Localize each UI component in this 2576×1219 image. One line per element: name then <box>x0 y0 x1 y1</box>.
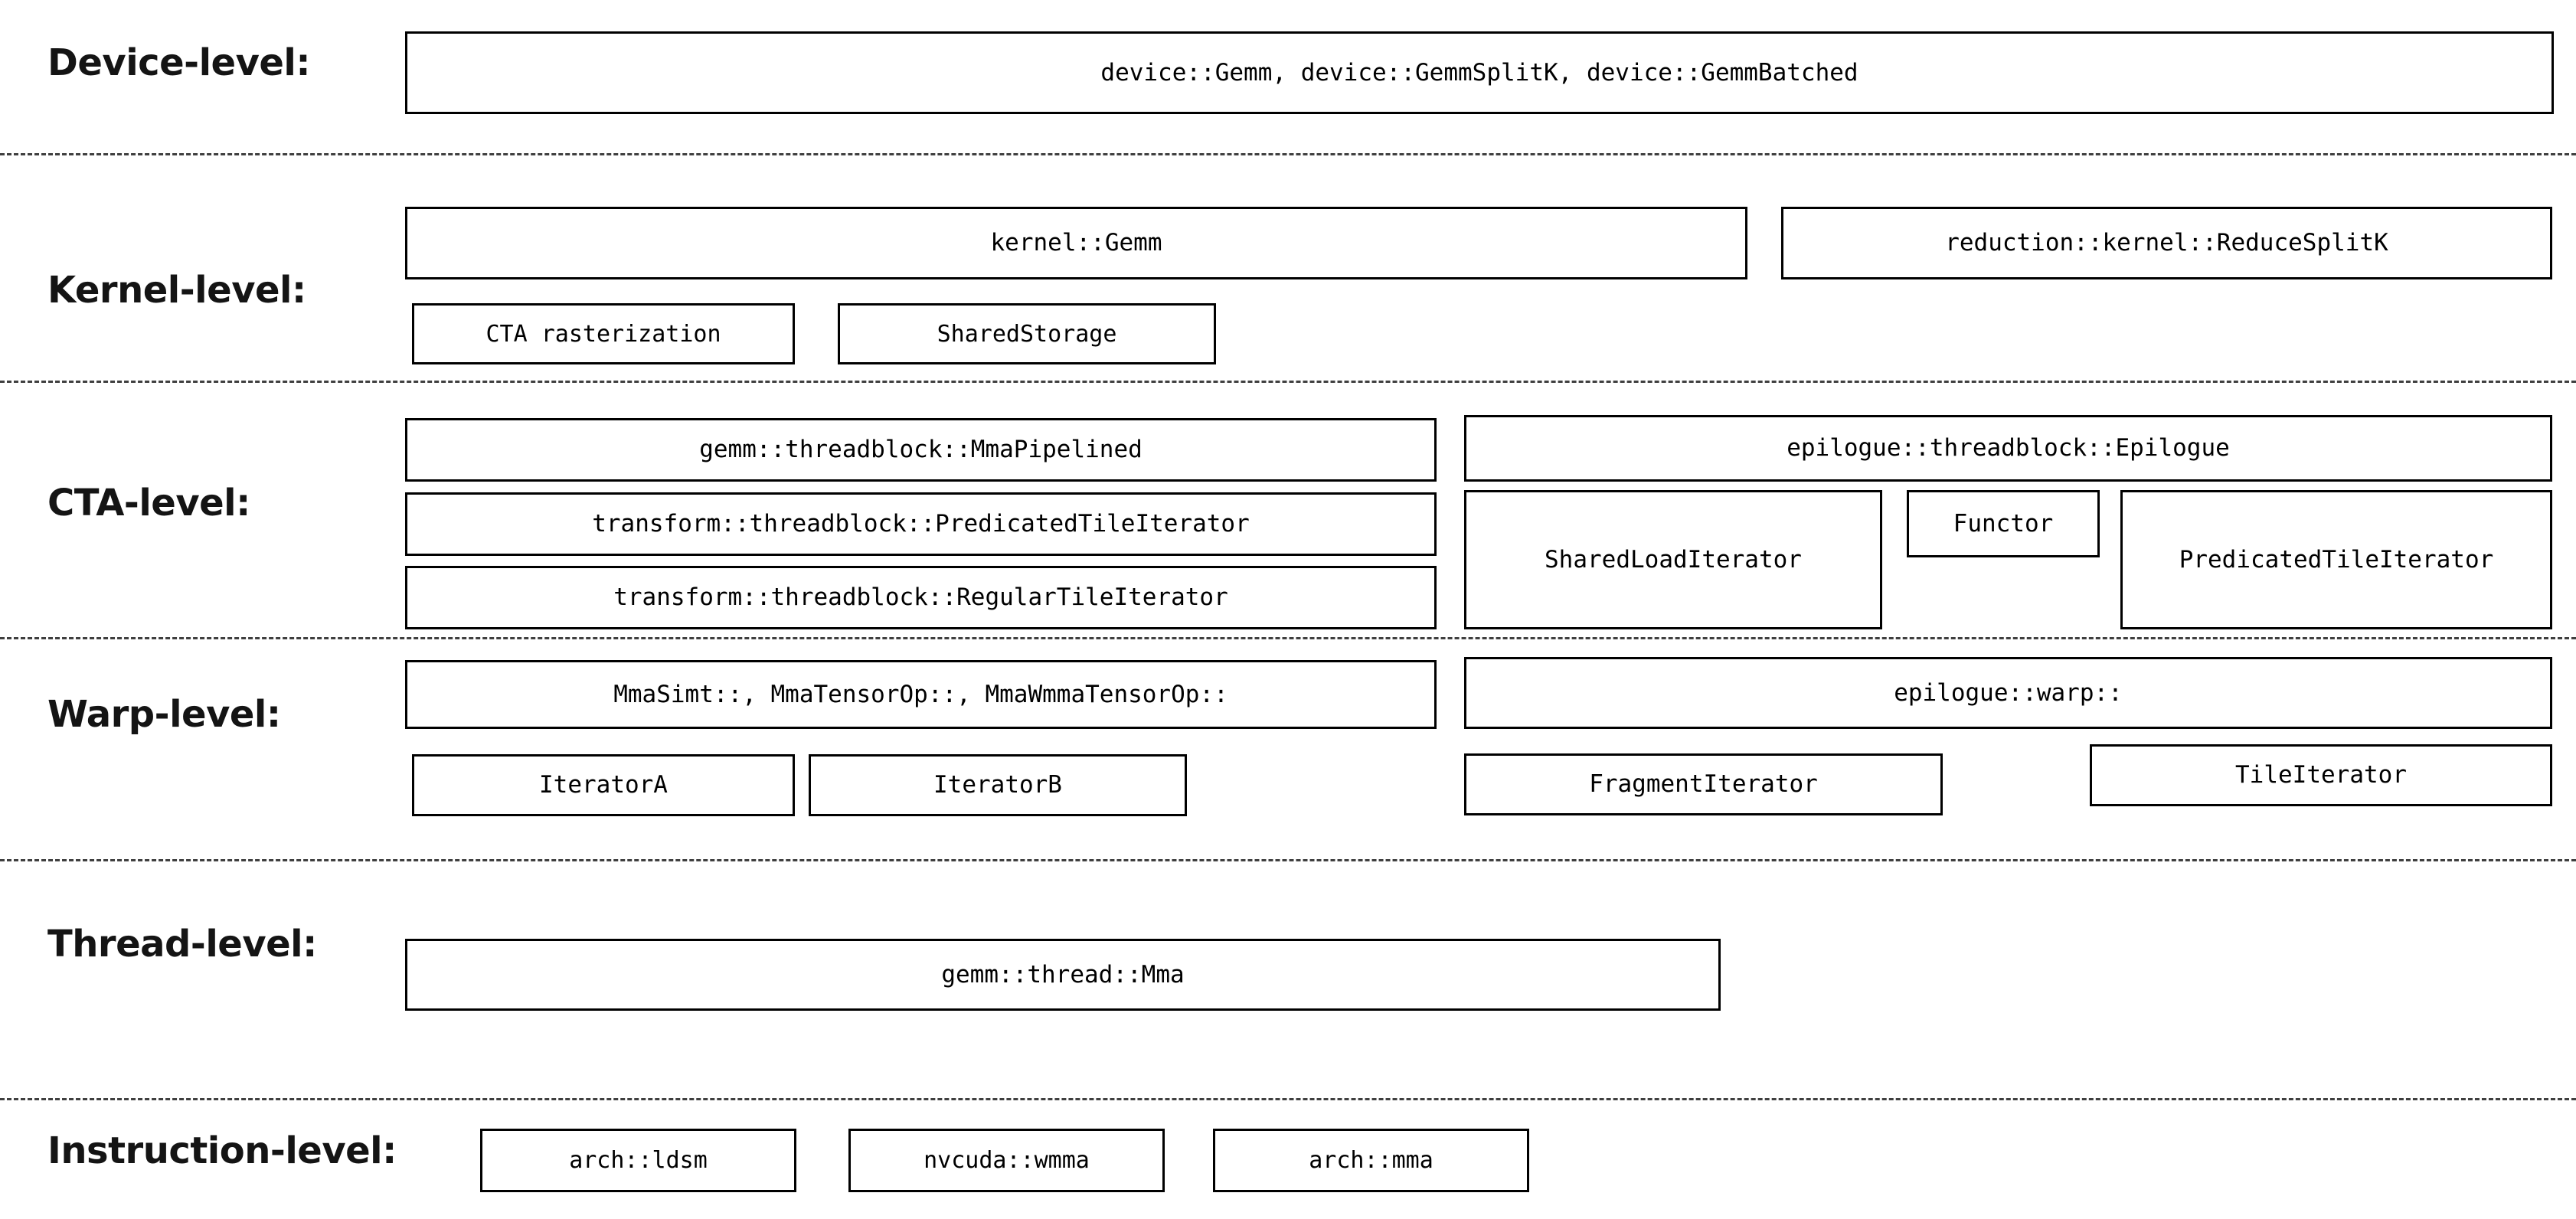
separator-device-kernel <box>0 153 2576 155</box>
separator-warp-thread <box>0 859 2576 861</box>
box-device-gemm-label: device::Gemm, device::GemmSplitK, device… <box>1100 58 1858 87</box>
row-label-instruction-level: Instruction-level: <box>47 1129 397 1172</box>
box-cta-rasterization-label: CTA rasterization <box>485 320 721 348</box>
box-iterator-b-label: IteratorB <box>933 771 1062 799</box>
box-epilogue-threadblock-epilogue[interactable]: epilogue::threadblock::Epilogue <box>1464 415 2552 482</box>
row-label-thread-level: Thread-level: <box>47 923 317 966</box>
box-iterator-a-label: IteratorA <box>539 771 668 799</box>
row-label-kernel-level: Kernel-level: <box>47 269 306 312</box>
box-gemm-thread-mma[interactable]: gemm::thread::Mma <box>405 939 1721 1011</box>
box-nvcuda-wmma[interactable]: nvcuda::wmma <box>848 1129 1165 1192</box>
box-transform-threadblock-regulartileiterator[interactable]: transform::threadblock::RegularTileItera… <box>405 566 1437 629</box>
box-transform-threadblock-regulartileiterator-label: transform::threadblock::RegularTileItera… <box>613 583 1228 612</box>
box-predicatedtileiterator-label: PredicatedTileIterator <box>2179 545 2494 574</box>
separator-thread-instruction <box>0 1098 2576 1100</box>
box-epilogue-threadblock-epilogue-label: epilogue::threadblock::Epilogue <box>1787 434 2230 462</box>
box-sharedloaditerator[interactable]: SharedLoadIterator <box>1464 490 1882 629</box>
box-gemm-thread-mma-label: gemm::thread::Mma <box>941 960 1185 989</box>
box-tileiterator[interactable]: TileIterator <box>2090 744 2552 806</box>
box-arch-ldsm[interactable]: arch::ldsm <box>480 1129 796 1192</box>
box-gemm-threadblock-mmapipelined-label: gemm::threadblock::MmaPipelined <box>699 436 1143 464</box>
box-functor[interactable]: Functor <box>1907 490 2100 557</box>
box-predicatedtileiterator[interactable]: PredicatedTileIterator <box>2120 490 2552 629</box>
box-arch-mma-label: arch::mma <box>1309 1147 1433 1174</box>
box-warp-mma-ops-label: MmaSimt::, MmaTensorOp::, MmaWmmaTensorO… <box>613 680 1228 708</box>
box-kernel-gemm[interactable]: kernel::Gemm <box>405 207 1747 279</box>
box-transform-threadblock-predicatedtileiterator-label: transform::threadblock::PredicatedTileIt… <box>592 510 1250 538</box>
box-warp-mma-ops[interactable]: MmaSimt::, MmaTensorOp::, MmaWmmaTensorO… <box>405 660 1437 729</box>
row-label-warp-level: Warp-level: <box>47 693 281 736</box>
box-device-gemm[interactable]: device::Gemm, device::GemmSplitK, device… <box>405 31 2554 114</box>
box-epilogue-warp-label: epilogue::warp:: <box>1894 678 2123 707</box>
box-arch-ldsm-label: arch::ldsm <box>569 1147 708 1174</box>
separator-kernel-cta <box>0 381 2576 383</box>
box-transform-threadblock-predicatedtileiterator[interactable]: transform::threadblock::PredicatedTileIt… <box>405 492 1437 556</box>
separator-cta-warp <box>0 637 2576 639</box>
box-sharedloaditerator-label: SharedLoadIterator <box>1545 545 1802 574</box>
box-tileiterator-label: TileIterator <box>2235 761 2407 789</box>
box-arch-mma[interactable]: arch::mma <box>1213 1129 1529 1192</box>
box-functor-label: Functor <box>1953 509 2054 538</box>
box-kernel-gemm-label: kernel::Gemm <box>990 229 1162 257</box>
box-iterator-b[interactable]: IteratorB <box>809 754 1187 816</box>
row-label-cta-level: CTA-level: <box>47 482 250 525</box>
box-reduction-kernel-reducesplitk-label: reduction::kernel::ReduceSplitK <box>1945 229 2388 257</box>
box-fragmentiterator-label: FragmentIterator <box>1589 770 1818 799</box>
box-gemm-threadblock-mmapipelined[interactable]: gemm::threadblock::MmaPipelined <box>405 418 1437 482</box>
row-label-device-level: Device-level: <box>47 41 311 84</box>
box-epilogue-warp[interactable]: epilogue::warp:: <box>1464 657 2552 729</box>
box-fragmentiterator[interactable]: FragmentIterator <box>1464 753 1943 815</box>
box-reduction-kernel-reducesplitk[interactable]: reduction::kernel::ReduceSplitK <box>1781 207 2552 279</box>
box-nvcuda-wmma-label: nvcuda::wmma <box>924 1147 1090 1174</box>
box-shared-storage[interactable]: SharedStorage <box>838 303 1216 364</box>
box-shared-storage-label: SharedStorage <box>937 320 1117 348</box>
box-cta-rasterization[interactable]: CTA rasterization <box>412 303 795 364</box>
box-iterator-a[interactable]: IteratorA <box>412 754 795 816</box>
